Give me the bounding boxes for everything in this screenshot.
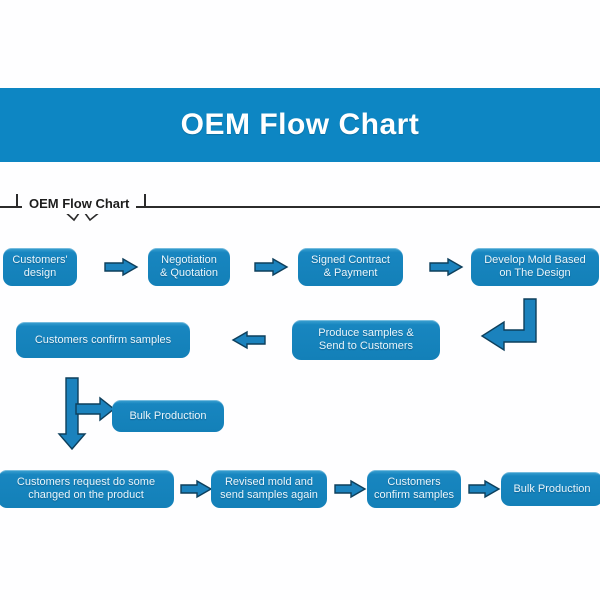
legend-tab: OEM Flow Chart [22, 192, 137, 214]
node-line-1: Develop Mold Based [484, 254, 586, 266]
connector-arrow-left-1 [228, 330, 266, 350]
node-bulk-production-mid[interactable]: Bulk Production [112, 400, 224, 432]
node-line-1: Revised mold and [224, 476, 314, 488]
legend-label: OEM Flow Chart [29, 195, 130, 211]
connector-arrow-right-5 [334, 479, 367, 499]
node-line-1: Bulk Production [129, 409, 207, 422]
node-line-2: & Quotation [159, 267, 219, 279]
node-produce-samples[interactable]: Produce samples & Send to Customers [292, 320, 440, 360]
connector-arrow-right-3 [429, 257, 464, 277]
node-line-2: Send to Customers [318, 340, 414, 352]
node-signed-contract-payment[interactable]: Signed Contract & Payment [298, 248, 403, 286]
node-line-1: Customers confirm samples [34, 333, 172, 346]
node-line-1: Negotiation [161, 254, 217, 266]
node-customers-design[interactable]: Customers' design [3, 248, 77, 286]
node-line-1: Bulk Production [513, 482, 591, 495]
legend-rule [0, 206, 600, 208]
legend-right-cap [144, 194, 146, 208]
node-line-1: Customers [387, 476, 441, 488]
connector-arrow-right-2 [254, 257, 289, 277]
node-revised-mold[interactable]: Revised mold and send samples again [211, 470, 327, 508]
connector-arrow-branch-tee [57, 377, 116, 451]
node-bulk-production-end[interactable]: Bulk Production [501, 472, 600, 506]
node-line-2: confirm samples [373, 489, 455, 501]
node-develop-mold[interactable]: Develop Mold Based on The Design [471, 248, 599, 286]
connector-arrow-right-4 [180, 479, 213, 499]
node-line-1: Customers' [12, 254, 68, 266]
node-line-1: Produce samples & [318, 327, 414, 339]
node-line-2: & Payment [323, 267, 378, 279]
fieldset-legend: OEM Flow Chart [0, 192, 600, 222]
node-negotiation-quotation[interactable]: Negotiation & Quotation [148, 248, 230, 286]
node-line-2: design [23, 267, 57, 279]
legend-left-cap [16, 194, 18, 208]
node-customers-confirm-samples-2[interactable]: Customers confirm samples [367, 470, 461, 508]
connector-arrow-right-1 [104, 257, 139, 277]
node-customers-request-change[interactable]: Customers request do some changed on the… [0, 470, 174, 508]
node-line-2: send samples again [220, 489, 318, 501]
node-line-1: Signed Contract [311, 254, 390, 266]
connector-arrow-elbow [474, 298, 544, 354]
node-line-1: Customers request do some [16, 476, 156, 488]
page-title: OEM Flow Chart [180, 108, 420, 141]
node-customers-confirm-samples[interactable]: Customers confirm samples [16, 322, 190, 358]
node-line-2: on The Design [499, 267, 571, 279]
header-banner: OEM Flow Chart [0, 88, 600, 162]
node-line-2: changed on the product [28, 489, 144, 501]
connector-arrow-right-6 [468, 479, 501, 499]
